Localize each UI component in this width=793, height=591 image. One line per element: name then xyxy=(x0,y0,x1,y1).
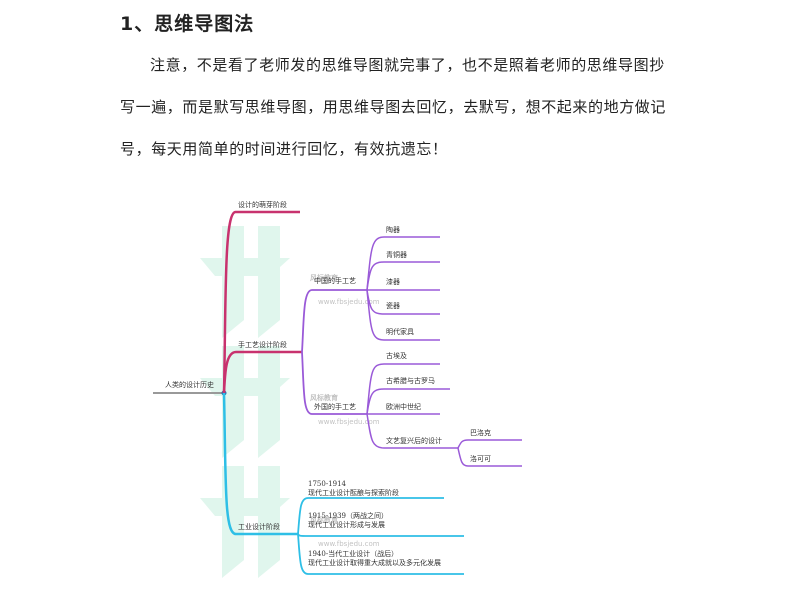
industrial-item-branch xyxy=(297,533,464,575)
stage3-label: 工业设计阶段 xyxy=(238,522,280,531)
stage2-label: 手工艺设计阶段 xyxy=(238,340,287,349)
chinese-label: 中国的手工艺 xyxy=(314,276,356,285)
industrial-period: 1915-1939（两战之间） xyxy=(308,511,388,520)
chinese-item-branch xyxy=(366,261,440,291)
stage1-branch xyxy=(222,210,300,394)
industrial-desc: 现代工业设计形成与发展 xyxy=(308,520,385,529)
chinese-item: 瓷器 xyxy=(386,301,400,310)
watermark-brand: 风标教育 xyxy=(310,273,338,282)
industrial-item-branch xyxy=(297,533,464,537)
section-heading: 1、思维导图法 xyxy=(120,13,255,35)
industrial-desc: 现代工业设计酝酿与探索阶段 xyxy=(308,488,399,497)
foreign-item-branch xyxy=(366,388,450,415)
foreign-item: 欧洲中世纪 xyxy=(386,402,421,411)
renaissance-branch xyxy=(457,447,522,467)
foreign-branch xyxy=(301,351,367,415)
foreign-item: 古埃及 xyxy=(386,351,407,360)
stage2-branch xyxy=(222,350,302,394)
chinese-branch xyxy=(301,289,367,353)
chinese-item: 明代家具 xyxy=(386,327,414,336)
watermark-logo-icon xyxy=(200,466,290,578)
watermark-logo-icon xyxy=(200,346,290,458)
root-node: 人类的设计历史 xyxy=(165,380,214,389)
foreign-label: 外国的手工艺 xyxy=(314,402,356,411)
foreign-item-branch xyxy=(366,413,458,449)
watermark-url: www.fbsjedu.com xyxy=(318,298,380,306)
stage3-branch xyxy=(222,392,298,536)
renaissance-item: 巴洛克 xyxy=(470,428,491,437)
watermark-logo-icon xyxy=(200,226,290,338)
watermark-brand: 风标教育 xyxy=(310,393,338,402)
stage1-label: 设计的萌芽阶段 xyxy=(238,200,287,209)
foreign-item: 文艺复兴后的设计 xyxy=(386,436,442,445)
watermark-url: www.fbsjedu.com xyxy=(318,540,380,548)
renaissance-branch xyxy=(457,439,522,449)
watermark-brand: 风标教育 xyxy=(310,515,338,524)
watermark-url: www.fbsjedu.com xyxy=(318,418,380,426)
chinese-item-branch xyxy=(366,236,440,291)
chinese-item: 青铜器 xyxy=(386,250,407,259)
renaissance-item: 洛可可 xyxy=(470,454,491,463)
chinese-item-branch xyxy=(366,289,440,341)
intro-paragraph: 注意，不是看了老师发的思维导图就完事了，也不是照着老师的思维导图抄写一遍，而是默… xyxy=(120,56,667,158)
industrial-period: 1750-1914 xyxy=(308,480,347,488)
chinese-item: 陶器 xyxy=(386,225,400,234)
chinese-item: 漆器 xyxy=(386,277,400,286)
industrial-desc: 现代工业设计取得重大成就以及多元化发展 xyxy=(308,558,441,567)
foreign-item-branch xyxy=(366,363,440,415)
foreign-item: 古希腊与古罗马 xyxy=(386,376,435,385)
industrial-period: 1940-当代工业设计（战后） xyxy=(308,549,398,558)
industrial-item-branch xyxy=(297,497,444,535)
